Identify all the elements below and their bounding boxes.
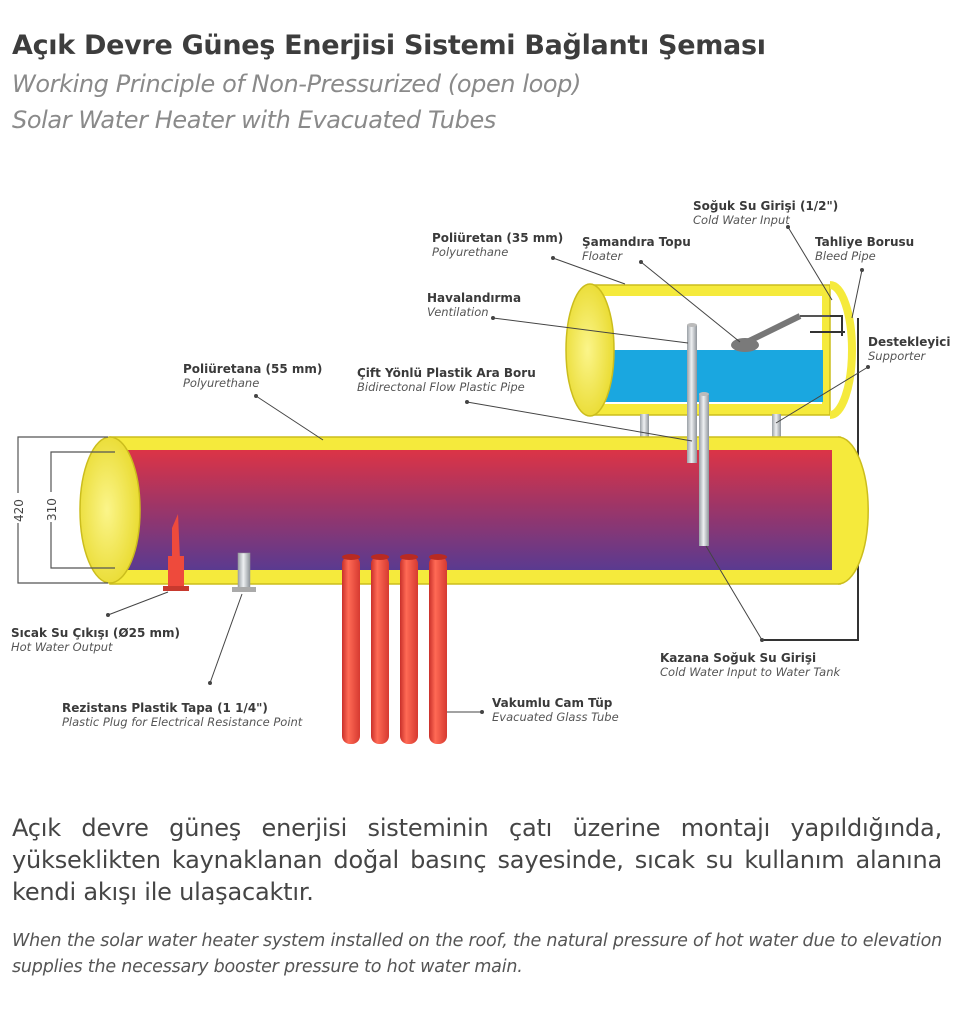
label-glass-tube-tr: Vakumlu Cam Tüp bbox=[492, 696, 613, 710]
floater-arm bbox=[743, 313, 802, 346]
cold-input-pipe bbox=[830, 315, 843, 336]
label-plastic-plug-tr: Rezistans Plastik Tapa (1 1/4") bbox=[62, 701, 268, 715]
evacuated-glass-tubes bbox=[342, 554, 447, 744]
solar-heater-diagram: 420 310 Soğuk Su Girişi (1/2") Cold Wat bbox=[10, 199, 951, 744]
flow-plastic-pipe bbox=[699, 394, 709, 546]
plastic-plug bbox=[232, 552, 256, 592]
label-bleed-pipe-en: Bleed Pipe bbox=[815, 249, 876, 263]
label-plastic-plug-en: Plastic Plug for Electrical Resistance P… bbox=[62, 715, 303, 729]
label-hot-output-en: Hot Water Output bbox=[11, 640, 113, 654]
label-flow-pipe-tr: Çift Yönlü Plastik Ara Boru bbox=[357, 366, 536, 380]
hot-water-tank bbox=[79, 436, 869, 585]
hot-water-output bbox=[163, 514, 189, 591]
label-polyurethane-55-tr: Poliüretana (55 mm) bbox=[183, 362, 322, 376]
label-supporter-en: Supporter bbox=[868, 349, 927, 363]
label-supporter-tr: Destekleyici bbox=[868, 335, 951, 349]
label-bleed-pipe-tr: Tahliye Borusu bbox=[815, 235, 914, 249]
label-flow-pipe-en: Bidirectonal Flow Plastic Pipe bbox=[357, 380, 525, 394]
label-tank-cold-input-tr: Kazana Soğuk Su Girişi bbox=[660, 651, 816, 665]
label-floater-tr: Şamandıra Topu bbox=[582, 235, 691, 249]
label-ventilation-tr: Havalandırma bbox=[427, 291, 521, 305]
floater-ball bbox=[731, 338, 759, 352]
leader-dots bbox=[106, 225, 870, 714]
label-ventilation-en: Ventilation bbox=[427, 305, 489, 319]
water-level bbox=[605, 350, 823, 402]
label-floater-en: Floater bbox=[582, 249, 623, 263]
page-title: Açık Devre Güneş Enerjisi Sistemi Bağlan… bbox=[12, 30, 766, 61]
label-cold-input-tr: Soğuk Su Girişi (1/2") bbox=[693, 199, 838, 213]
label-cold-input-en: Cold Water Input bbox=[693, 213, 790, 227]
dimension-420-label: 420 bbox=[12, 499, 26, 522]
supporter-leg-left bbox=[640, 414, 649, 438]
label-polyurethane-35-en: Polyurethane bbox=[432, 245, 508, 259]
label-polyurethane-35-tr: Poliüretan (35 mm) bbox=[432, 231, 563, 245]
description-turkish: Açık devre güneş enerjisi sisteminin çat… bbox=[12, 814, 942, 906]
page-subtitle-line2: Solar Water Heater with Evacuated Tubes bbox=[12, 106, 496, 134]
label-tank-cold-input-en: Cold Water Input to Water Tank bbox=[660, 665, 842, 679]
page-subtitle-line1: Working Principle of Non-Pressurized (op… bbox=[12, 70, 581, 98]
ventilation-pipe bbox=[687, 325, 697, 463]
leader-lines bbox=[107, 226, 869, 713]
label-hot-output-tr: Sıcak Su Çıkışı (Ø25 mm) bbox=[11, 626, 180, 640]
label-polyurethane-55-en: Polyurethane bbox=[183, 376, 259, 390]
label-glass-tube-en: Evacuated Glass Tube bbox=[492, 710, 619, 724]
supporter-leg-right bbox=[772, 414, 781, 438]
dimension-310-label: 310 bbox=[45, 498, 59, 521]
description-english: When the solar water heater system insta… bbox=[12, 931, 942, 977]
cold-water-tank bbox=[565, 281, 856, 419]
bleed-pipe bbox=[762, 318, 859, 641]
